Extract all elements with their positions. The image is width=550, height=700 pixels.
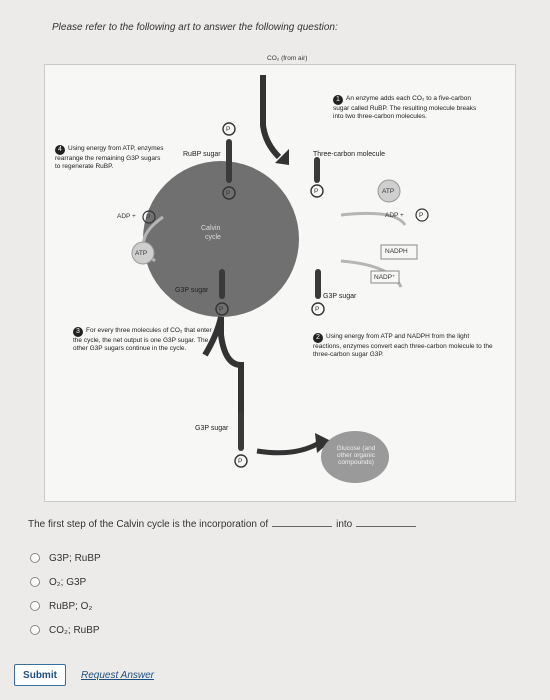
radio-2[interactable] [30,601,40,611]
calvin-label-2: cycle [205,234,221,241]
step-2-number: 2 [313,333,323,343]
co2-arrow [260,75,282,160]
question-mid: into [336,519,353,530]
calvin-cycle-figure: CO₂ (from air) Calvin cycle RuBP sugar T… [44,55,516,502]
option-3-label: CO₂; RuBP [49,624,100,636]
atp-left-label: ATP [135,250,148,257]
step-4-number: 4 [55,145,65,155]
g3p-left-chain [215,269,229,316]
calvin-cycle-circle [143,161,299,317]
p-three-carbon: P [314,188,319,195]
step-4-text: Using energy from ATP, enzymes rearrange… [55,145,164,170]
nadph-label: NADPH [385,248,408,255]
submit-button[interactable]: Submit [14,664,66,686]
g3p-bottom-chain [234,411,248,468]
p-g3p-left: P [219,306,224,313]
adp-right-label: ADP + [385,212,404,219]
request-answer-link[interactable]: Request Answer [81,670,154,681]
radio-1[interactable] [30,577,40,587]
step-2-text: Using energy from ATP and NADPH from the… [313,333,493,358]
step-3-number: 3 [73,327,83,337]
left-energy-curve [131,210,164,265]
p-rubp-bottom: P [226,190,231,197]
cycle-diagram [131,75,429,483]
option-0-label: G3P; RuBP [49,552,101,564]
p-g3p-bottom: P [238,458,243,465]
step-3-text: For every three molecules of CO₂ that en… [73,327,212,352]
glucose-arrow [256,440,321,456]
option-3[interactable]: CO₂; RuBP [30,618,101,642]
instruction-text: Please refer to the following art to ans… [52,22,338,33]
g3p-bottom-label: G3P sugar [195,425,229,432]
answer-options: G3P; RuBP O₂; G3P RuBP; O₂ CO₂; RuBP [30,546,101,642]
p-left: P [146,214,151,221]
radio-0[interactable] [30,553,40,563]
rubp-chain [222,122,236,200]
recycle-arrow [202,316,224,357]
radio-3[interactable] [30,625,40,635]
option-2[interactable]: RuBP; O₂ [30,594,101,618]
three-carbon-label: Three-carbon molecule [313,151,385,158]
atp-right-label: ATP [382,188,395,195]
co2-label: CO₂ (from air) [267,55,308,62]
output-arrow [218,317,244,425]
question-text: The first step of the Calvin cycle is th… [28,519,420,530]
adp-left-label: ADP + [117,213,136,220]
p-g3p-right: P [315,306,320,313]
right-energy-curve [340,179,429,288]
glucose-arrowhead [315,433,331,453]
calvin-label-1: Calvin [201,225,221,232]
three-carbon-chain [310,157,324,198]
blank-2 [356,526,417,527]
co2-arrowhead [275,149,289,165]
nadp-label: NADP⁺ [374,274,396,281]
glucose-blob [321,431,389,483]
g3p-left-label: G3P sugar [175,287,209,294]
p-rubp-top: P [226,126,231,133]
rubp-label: RuBP sugar [183,151,221,158]
option-2-label: RuBP; O₂ [49,600,93,612]
step-1-text: An enzyme adds each CO₂ to a five-carbon… [333,95,477,120]
question-before: The first step of the Calvin cycle is th… [28,519,269,530]
option-0[interactable]: G3P; RuBP [30,546,101,570]
option-1-label: O₂; G3P [49,576,87,588]
g3p-right-label: G3P sugar [323,293,357,300]
p-right: P [419,212,424,219]
option-1[interactable]: O₂; G3P [30,570,101,594]
glucose-label: Glucose (and other organic compounds) [336,445,376,466]
g3p-right-chain [311,269,325,316]
step-1-number: 1 [333,95,343,105]
blank-1 [272,526,333,527]
